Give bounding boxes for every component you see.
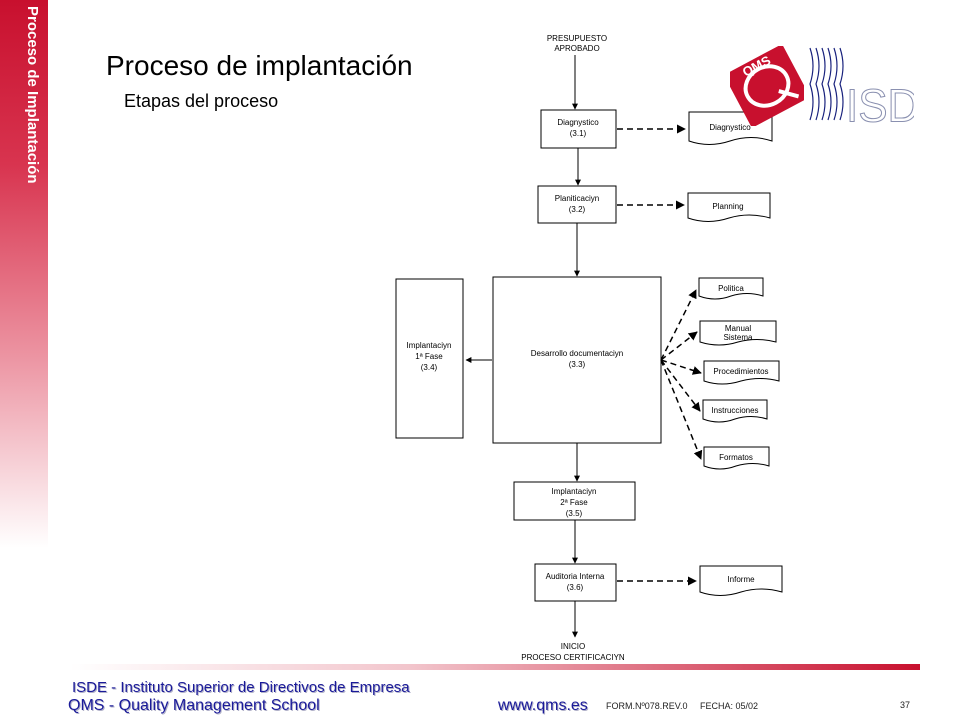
isde-logo-text: ISDE — [846, 80, 914, 124]
sidebar-label: Proceso de Implantación — [24, 6, 41, 184]
page-number: 37 — [900, 700, 911, 710]
qms-logo: QMS — [730, 46, 804, 126]
output-instrucciones-doc — [702, 399, 768, 423]
step-implantacion2-label-1: Implantaciyn — [552, 487, 597, 496]
footer-isde-name: ISDE - Instituto Superior de Directivos … — [72, 679, 410, 696]
page-subtitle: Etapas del proceso — [124, 91, 279, 111]
step-implantacion1-box — [395, 278, 464, 439]
page-title: Proceso de implantación — [106, 50, 413, 81]
output-planning-doc — [687, 192, 771, 222]
output-procedimientos-label: Procedimientos — [713, 367, 768, 376]
footer-form-code: FORM.Nº078.REV.0 — [606, 701, 688, 711]
step-implantacion2-box — [513, 481, 636, 521]
footer-date: FECHA: 05/02 — [700, 701, 759, 711]
step-planificacion-label-2: (3.2) — [569, 205, 586, 214]
step-planificacion-box — [537, 185, 617, 224]
end-label-1: INICIO — [561, 642, 585, 651]
step-desarrollo-label-2: (3.3) — [569, 360, 586, 369]
step-implantacion2-label-3: (3.5) — [566, 509, 583, 518]
output-procedimientos-doc — [703, 360, 780, 385]
step-diagnostico-label-1: Diagnystico — [557, 118, 599, 127]
output-informe-label: Informe — [727, 575, 755, 584]
step-diagnostico-label-2: (3.1) — [570, 129, 587, 138]
output-politica-doc — [698, 277, 764, 300]
step-auditoria-label-1: Auditoria Interna — [546, 572, 605, 581]
output-informe-doc — [699, 565, 783, 596]
output-politica-label: Politica — [718, 284, 744, 293]
footer-qms-name: QMS - Quality Management School — [68, 697, 320, 714]
step-auditoria-label-2: (3.6) — [567, 583, 584, 592]
step-implantacion2-label-2: 2ª Fase — [560, 498, 588, 507]
start-label-1: PRESUPUESTO — [547, 34, 607, 43]
output-connectors — [617, 124, 703, 586]
step-implantacion1-label-3: (3.4) — [421, 363, 438, 372]
output-planning-label: Planning — [712, 202, 743, 211]
step-implantacion1-label-2: 1ª Fase — [415, 352, 443, 361]
output-manual-doc — [699, 320, 777, 346]
flow-connectors — [465, 55, 581, 638]
step-auditoria-box — [534, 563, 617, 602]
output-manual-label-2: Sistema — [724, 333, 753, 342]
output-manual-label-1: Manual — [725, 324, 751, 333]
step-implantacion1-label-1: Implantaciyn — [407, 341, 452, 350]
process-flowchart: PRESUPUESTO APROBADO Diagnystico (3.1) P… — [395, 34, 783, 662]
step-desarrollo-box — [492, 276, 662, 444]
sidebar-band: Proceso de Implantación — [0, 0, 48, 548]
isde-logo: ISDE — [809, 47, 914, 124]
step-planificacion-label-1: Planiticaciyn — [555, 194, 599, 203]
output-instrucciones-label: Instrucciones — [711, 406, 758, 415]
footer-website-link[interactable]: www.qms.es — [498, 697, 588, 714]
footer-divider — [70, 664, 920, 670]
step-desarrollo-label-1: Desarrollo documentaciyn — [531, 349, 624, 358]
output-diagnostico-label: Diagnystico — [709, 123, 751, 132]
output-formatos-label: Formatos — [719, 453, 753, 462]
output-formatos-doc — [703, 446, 770, 470]
step-diagnostico-box — [540, 109, 617, 149]
end-label-2: PROCESO CERTIFICACIYN — [521, 653, 625, 662]
start-label-2: APROBADO — [554, 44, 599, 53]
